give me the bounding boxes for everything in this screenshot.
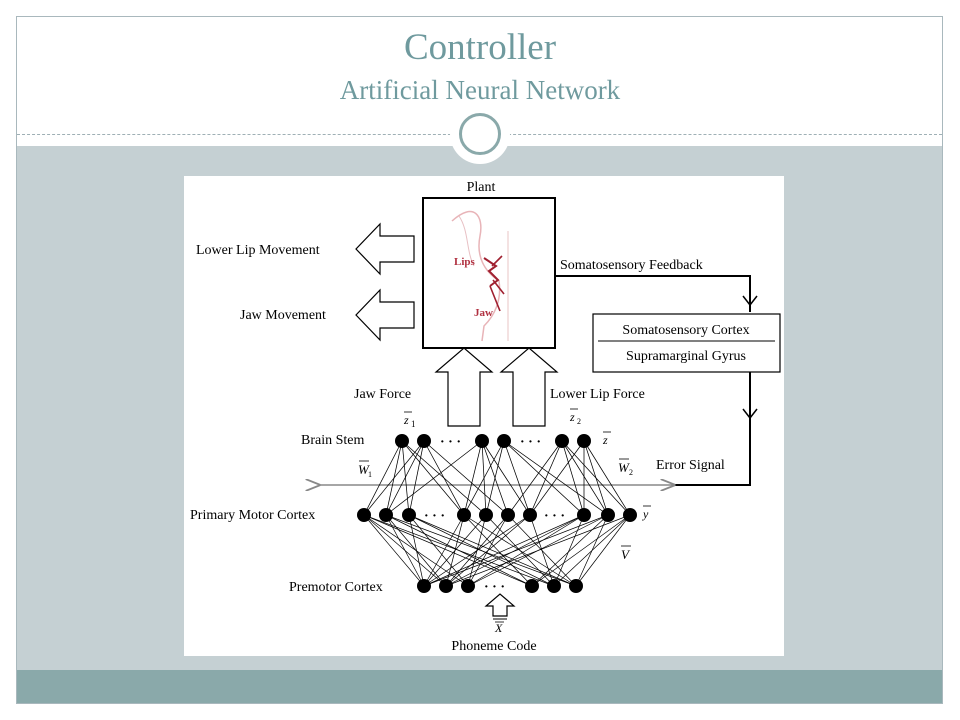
connections-brainstem-motor [363,440,631,516]
input-arrow [484,593,516,617]
brain-stem-node [417,434,431,448]
jaw-force-arrow [434,347,494,427]
feedback-line [555,275,751,312]
motor-node [523,508,537,522]
z1-symbol: z [403,413,409,427]
w1-subscript: 1 [368,470,372,479]
w2-symbol: W [618,460,630,475]
motor-node [402,508,416,522]
lower-lip-force-label: Lower Lip Force [550,387,645,402]
lips-jaw-anatomy-icon: Lips Jaw [451,210,509,342]
somatosensory-feedback-label: Somatosensory Feedback [560,258,703,273]
premotor-node [569,579,583,593]
primary-motor-cortex-label: Primary Motor Cortex [190,508,315,523]
connections-motor-premotor [363,514,631,587]
slide-title: Controller [403,27,557,68]
error-arrow-icon [742,408,758,420]
motor-node [577,508,591,522]
y-symbol: y [642,507,649,521]
motor-node [601,508,615,522]
error-signal-label: Error Signal [656,458,725,473]
error-line [674,372,751,486]
motor-node [479,508,493,522]
neural-network-diagram: Plant Lips Jaw Lower Lip Movement Jaw Mo… [184,176,784,656]
brain-stem-ellipsis-right: · · · [520,435,541,450]
motor-node [501,508,515,522]
diagram-svg: Plant Lips Jaw Lower Lip Movement Jaw Mo… [190,180,781,654]
motor-ellipsis-left: · · · [424,509,445,524]
brain-stem-node [395,434,409,448]
brain-stem-node [475,434,489,448]
brain-stem-ellipsis-left: · · · [440,435,461,450]
slide-subtitle: Artificial Neural Network [339,75,621,105]
cortex-box [592,313,781,373]
brain-stem-node [497,434,511,448]
motor-node [379,508,393,522]
jaw-force-label: Jaw Force [354,387,411,402]
premotor-node [439,579,453,593]
jaw-image-label: Jaw [474,307,493,319]
motor-node [457,508,471,522]
supramarginal-gyrus-label: Supramarginal Gyrus [626,349,746,364]
circle-ornament-icon [459,113,501,155]
w1-symbol: W [358,462,370,477]
v-symbol: V [621,547,631,562]
z1-subscript: 1 [411,419,416,429]
brain-stem-label: Brain Stem [301,433,364,448]
premotor-ellipsis: · · · [484,580,505,595]
w2-subscript: 2 [629,468,633,477]
x-symbol: X [494,621,503,635]
somatosensory-cortex-label: Somatosensory Cortex [622,323,749,338]
jaw-output-arrow [355,288,415,342]
primary-motor-layer [357,508,637,522]
premotor-layer [417,579,583,593]
brain-stem-node [577,434,591,448]
slide-frame [16,16,943,704]
plant-label: Plant [467,180,496,195]
lips-image-label: Lips [454,256,476,268]
premotor-node [417,579,431,593]
lower-lip-movement-label: Lower Lip Movement [196,243,320,258]
phoneme-code-label: Phoneme Code [451,639,536,654]
jaw-movement-label: Jaw Movement [240,308,326,323]
premotor-cortex-label: Premotor Cortex [289,580,383,595]
motor-node [623,508,637,522]
z-symbol: z [602,433,608,447]
motor-ellipsis-right: · · · [544,509,565,524]
premotor-node [461,579,475,593]
brain-stem-layer [395,434,591,448]
feedback-arrow-icon [742,295,758,307]
brain-stem-node [555,434,569,448]
z2-subscript: 2 [577,417,581,426]
footer-bar [17,670,942,703]
lower-lip-force-arrow [499,347,559,427]
motor-node [357,508,371,522]
premotor-node [525,579,539,593]
premotor-node [547,579,561,593]
z2-symbol: z [569,410,575,424]
lower-lip-output-arrow [355,222,415,276]
